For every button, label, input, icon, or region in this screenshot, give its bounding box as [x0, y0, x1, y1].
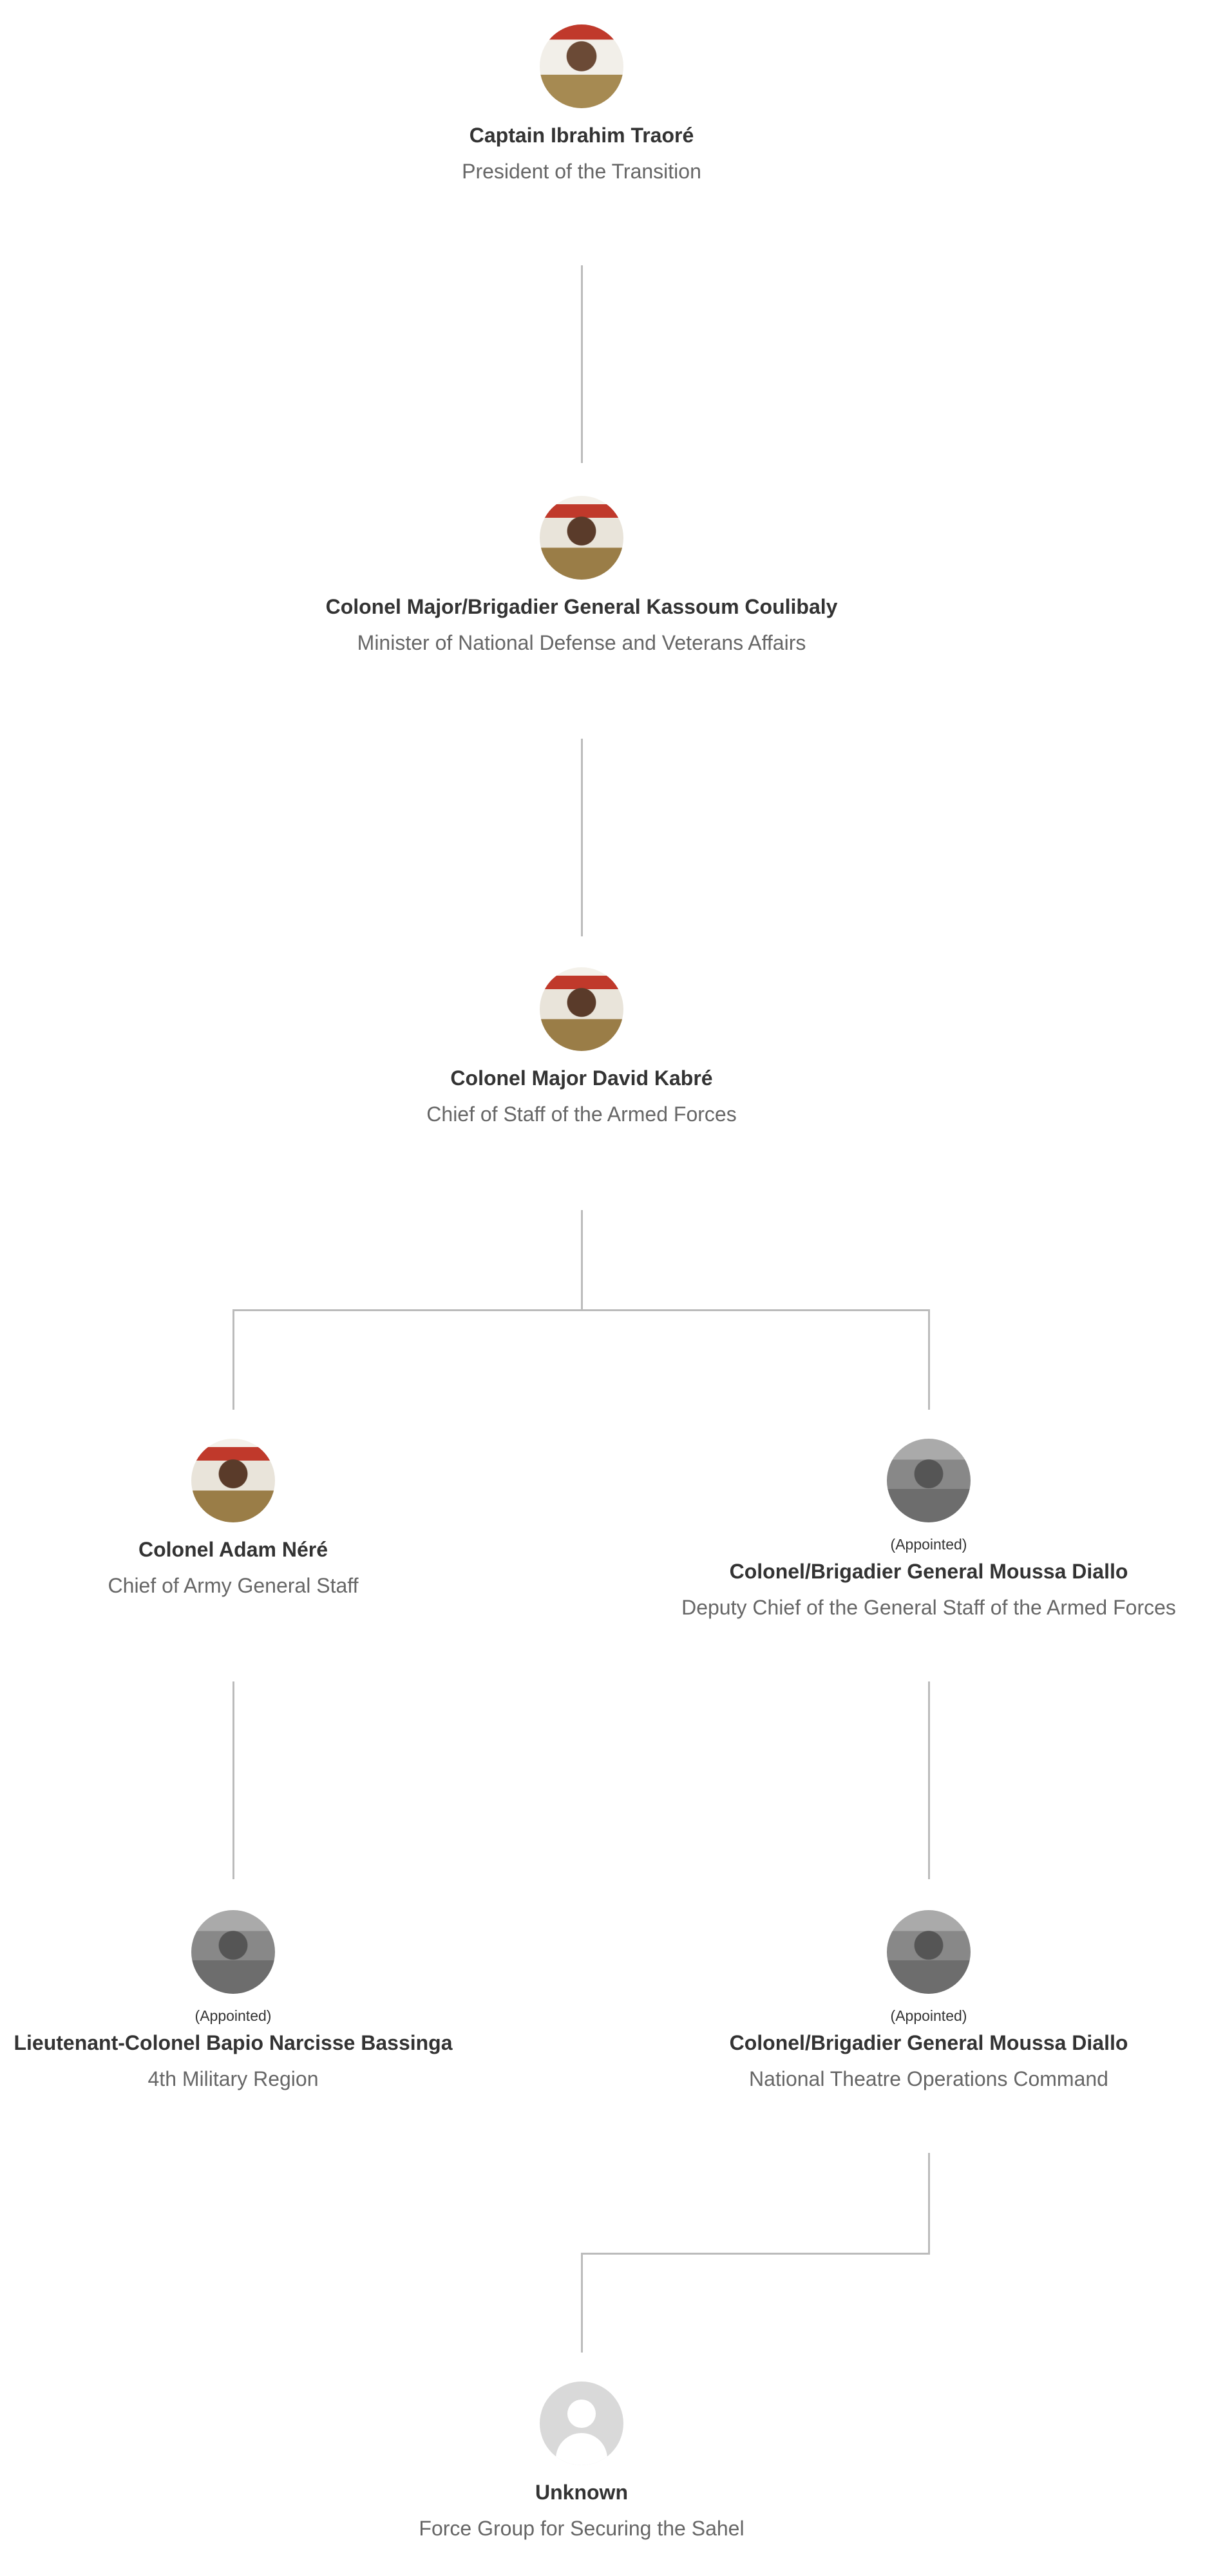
person-role: Force Group for Securing the Sahel: [419, 2517, 745, 2540]
person-role: Chief of Army General Staff: [108, 1574, 359, 1597]
appointed-label: (Appointed): [195, 2007, 272, 2024]
avatar-photo: [887, 1439, 971, 1522]
avatar-photo: [191, 1439, 275, 1522]
person-role: Minister of National Defense and Veteran…: [357, 631, 806, 654]
connector-command-down: [928, 2153, 930, 2254]
person-name: Colonel Major/Brigadier General Kassoum …: [325, 595, 838, 618]
person-name: Colonel Adam Néré: [138, 1538, 328, 1561]
org-node-defense-minister[interactable]: Colonel Major/Brigadier General Kassoum …: [260, 496, 904, 656]
org-node-chief-of-staff[interactable]: Colonel Major David Kabré Chief of Staff…: [260, 967, 904, 1127]
connector-branch-right: [928, 1309, 930, 1410]
connector-branch-horizontal: [232, 1309, 930, 1311]
person-role: Deputy Chief of the General Staff of the…: [681, 1596, 1176, 1619]
connector-diallo-command: [928, 1681, 930, 1879]
appointed-label: (Appointed): [890, 1536, 967, 1553]
org-node-operations-command[interactable]: (Appointed) Colonel/Brigadier General Mo…: [607, 1910, 1205, 2092]
org-node-president[interactable]: Captain Ibrahim Traoré President of the …: [260, 24, 904, 184]
org-node-4th-military-region[interactable]: (Appointed) Lieutenant-Colonel Bapio Nar…: [0, 1910, 555, 2092]
avatar-photo: [540, 967, 623, 1051]
person-name: Colonel/Brigadier General Moussa Diallo: [729, 2031, 1128, 2054]
connector-branch-left: [232, 1309, 234, 1410]
person-name: Colonel Major David Kabré: [450, 1066, 713, 1090]
person-role: National Theatre Operations Command: [749, 2067, 1108, 2090]
avatar-photo: [540, 24, 623, 108]
appointed-label: (Appointed): [890, 2007, 967, 2024]
person-name: Colonel/Brigadier General Moussa Diallo: [729, 1560, 1128, 1583]
connector-president-minister: [581, 265, 583, 463]
connector-to-unknown: [581, 2253, 583, 2353]
person-role: 4th Military Region: [147, 2067, 319, 2090]
person-name: Unknown: [535, 2481, 628, 2504]
connector-minister-chief-of-staff: [581, 739, 583, 936]
person-role: President of the Transition: [462, 160, 701, 183]
connector-command-horizontal: [581, 2253, 930, 2255]
avatar-photo: [540, 496, 623, 580]
org-node-sahel-force-group[interactable]: Unknown Force Group for Securing the Sah…: [260, 2382, 904, 2541]
org-node-army-chief[interactable]: Colonel Adam Néré Chief of Army General …: [0, 1439, 555, 1598]
person-name: Lieutenant-Colonel Bapio Narcisse Bassin…: [14, 2031, 453, 2054]
person-role: Chief of Staff of the Armed Forces: [426, 1103, 737, 1126]
person-name: Captain Ibrahim Traoré: [469, 124, 694, 147]
avatar-photo: [887, 1910, 971, 1994]
org-node-deputy-chief[interactable]: (Appointed) Colonel/Brigadier General Mo…: [607, 1439, 1205, 1620]
connector-chief-of-staff-down: [581, 1210, 583, 1311]
user-placeholder-icon: [540, 2382, 623, 2465]
avatar-photo: [191, 1910, 275, 1994]
connector-nere-bassinga: [232, 1681, 234, 1879]
